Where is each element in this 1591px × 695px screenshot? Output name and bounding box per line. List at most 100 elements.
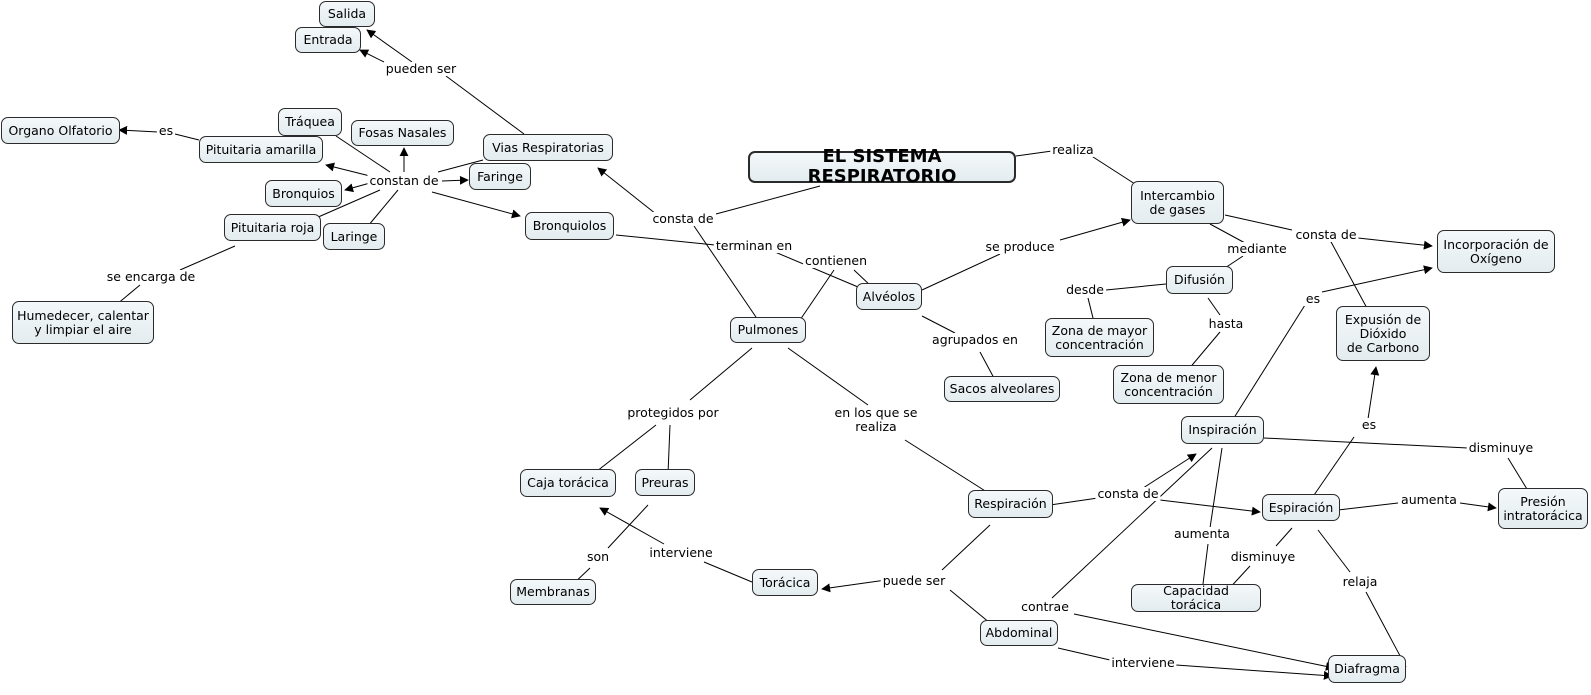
edge-vias-constan [437,159,484,173]
link-son: son [584,549,612,564]
link-agrupados-en: agrupados en [930,332,1020,347]
link-desde: desde [1064,282,1106,297]
node-diafragma[interactable]: Diafragma [1328,655,1406,683]
node-fosas-nasales[interactable]: Fosas Nasales [351,120,454,146]
link-se-encarga-de: se encarga de [104,269,198,284]
node-faringe[interactable]: Faringe [469,163,531,190]
node-alveolos[interactable]: Alvéolos [856,283,922,310]
node-difusion[interactable]: Difusión [1166,266,1233,294]
node-preuras[interactable]: Preuras [635,469,695,496]
link-interviene-toracica: interviene [647,545,715,560]
edge-respiracion-consta [1049,497,1099,506]
edge-toracica-interviene [703,561,753,583]
node-espiracion[interactable]: Espiración [1262,494,1340,521]
node-sistema-respiratorio[interactable]: EL SISTEMA RESPIRATORIO [748,147,1016,187]
edge-inspiracion-contrae [1051,447,1213,599]
node-bronquios[interactable]: Bronquios [265,180,342,207]
link-contrae: contrae [1019,599,1071,614]
edge-consta-expulsion [1329,239,1369,311]
edge-espiracion-relaja [1317,529,1351,573]
edge-es-organo [118,125,159,135]
node-membranas[interactable]: Membranas [510,579,596,605]
edge-roja-encarga [179,245,236,271]
node-zona-mayor[interactable]: Zona de mayor concentración [1045,318,1154,357]
edge-pueden-entrada [359,49,385,63]
edge-consta-inspiracion [1139,453,1197,491]
edge-respiracion-puede [941,524,991,571]
node-inspiracion[interactable]: Inspiración [1181,416,1264,444]
link-puede-ser: puede ser [880,573,948,588]
edge-constan-pituitaria-roja [315,189,381,219]
edge-intercambio-mediante [1209,223,1246,244]
edge-aumenta-presion [1459,502,1497,512]
link-disminuye-capacidad: disminuye [1228,549,1298,564]
edge-consta-pulmones [693,225,759,321]
link-relaja: relaja [1340,574,1380,589]
node-caja-toracica[interactable]: Caja torácica [520,469,616,497]
edge-consta-espiracion [1159,499,1261,516]
node-pituitaria-amarilla[interactable]: Pituitaria amarilla [199,136,323,163]
link-aumenta-presion: aumenta [1399,492,1459,507]
edge-inspiracion-es [1231,304,1306,422]
node-humedecer[interactable]: Humedecer, calentar y limpiar el aire [12,301,154,344]
node-incorporacion[interactable]: Incorporación de Oxígeno [1437,230,1555,273]
edge-pulmones-contienen [799,269,835,321]
node-organo-olfatorio[interactable]: Organo Olfatorio [1,117,120,144]
edge-vias-pueden [445,75,525,135]
edge-protegidos-preuras [667,424,671,475]
edge-interviene-diafragma [1175,664,1333,680]
node-capacidad-toracica[interactable]: Capacidad torácica [1131,584,1261,612]
edge-realiza-intercambio [1089,154,1136,185]
link-consta-de-intercambio: consta de [1293,227,1359,242]
node-intercambio[interactable]: Intercambio de gases [1131,181,1224,224]
node-bronquiolos[interactable]: Bronquiolos [525,212,614,240]
link-se-produce: se produce [983,239,1057,254]
edge-constan-laringe [367,189,399,227]
link-hasta: hasta [1206,316,1246,331]
node-pulmones[interactable]: Pulmones [730,317,806,343]
node-traquea[interactable]: Tráquea [278,108,342,136]
node-toracica[interactable]: Torácica [752,569,818,596]
node-pituitaria-roja[interactable]: Pituitaria roja [224,214,321,241]
link-en-los-que-se-realiza: en los que se realiza [832,405,920,434]
link-es-olfatorio: es [156,123,176,138]
node-expulsion[interactable]: Expusión de Dióxido de Carbono [1336,306,1430,361]
edge-produce-intercambio [1059,217,1131,241]
node-vias-respiratorias[interactable]: Vias Respiratorias [483,134,613,161]
edge-contrae-diafragma [1073,613,1335,671]
link-es-incorporacion: es [1303,291,1323,306]
node-presion[interactable]: Presión intratorácica [1498,488,1588,529]
edge-constan-bronquiolos [431,191,521,219]
edge-difusion-hasta [1207,297,1221,316]
node-entrada[interactable]: Entrada [295,27,361,53]
edge-agrupados-sacos [979,351,996,381]
link-disminuye-presion: disminuye [1466,440,1536,455]
edge-preuras-son [607,504,649,549]
node-respiracion[interactable]: Respiración [968,490,1053,518]
node-zona-menor[interactable]: Zona de menor concentración [1113,365,1224,404]
edge-constan-traquea [335,135,391,173]
node-laringe[interactable]: Laringe [323,223,385,250]
node-abdominal[interactable]: Abdominal [980,620,1058,646]
link-mediante: mediante [1225,241,1289,256]
link-consta-de-sistema: consta de [650,211,716,226]
edge-sistema-realiza [1015,150,1053,157]
edge-alveolos-agrupados [921,315,956,334]
edge-hasta-zona-menor [1187,331,1221,371]
edge-inspiracion-aumenta [1209,447,1223,529]
node-salida[interactable]: Salida [319,1,375,27]
edge-constan-faringe [441,175,469,185]
edge-constan-pituitaria-amarilla [325,162,371,177]
edge-bronquiolos-terminan [615,234,716,246]
edge-interviene-caja [599,507,665,545]
edge-pulmones-protegidos [689,347,753,401]
edge-pulmones-realiza [787,347,869,406]
link-constan-de: constan de [367,173,441,188]
edge-pueden-salida [366,29,413,63]
edge-intercambio-consta [1224,214,1293,231]
edge-es-incorporacion [1321,265,1433,293]
node-sacos-alveolares[interactable]: Sacos alveolares [944,376,1060,402]
link-interviene-abdominal: interviene [1109,655,1177,670]
edge-pituitaria-es [174,133,200,141]
